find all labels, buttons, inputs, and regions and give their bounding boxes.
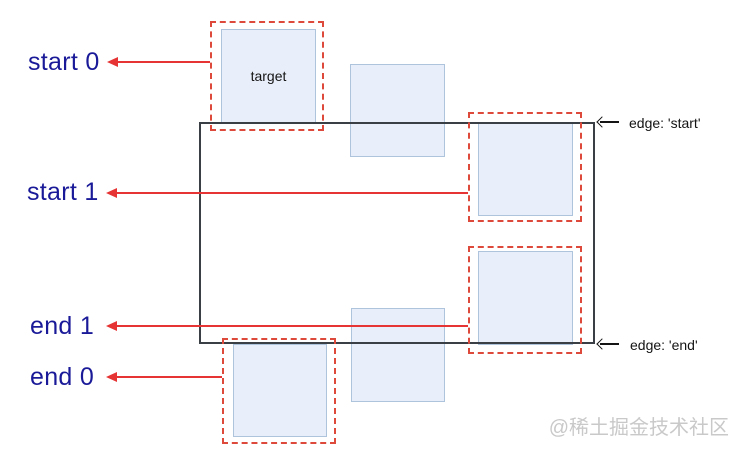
edge-start-label: edge: 'start': [629, 115, 701, 131]
target-position-box-start-1: [478, 122, 573, 216]
range-label-start-1: start 1: [27, 178, 99, 206]
range-label-start-0: start 0: [28, 48, 100, 76]
dashed-outline-end-0: [222, 338, 336, 444]
arrow-start-1: [106, 188, 468, 198]
arrow-end-0: [106, 372, 222, 382]
target-position-box-end-0: [233, 344, 327, 437]
target-position-box-crossing-bottom: [351, 308, 445, 402]
edge-end-label: edge: 'end': [630, 337, 698, 353]
dashed-outline-start-1: [468, 112, 582, 222]
arrowhead-left-icon: [106, 321, 117, 331]
edge-end-arrow: [596, 337, 619, 350]
target-box: target: [221, 29, 316, 123]
range-label-end-1: end 1: [30, 312, 95, 340]
target-position-box-crossing-top: [350, 64, 445, 157]
arrowhead-left-icon: [107, 57, 118, 67]
arrow-start-0: [107, 57, 210, 67]
range-label-end-0: end 0: [30, 363, 95, 391]
scroll-container-outline: [199, 122, 595, 344]
arrowhead-left-icon: [106, 372, 117, 382]
dashed-outline-start-0: [210, 21, 324, 131]
chevron-left-icon: [596, 337, 608, 350]
target-box-label: target: [250, 68, 287, 84]
edge-start-arrow: [596, 115, 619, 128]
watermark: @稀土掘金技术社区: [548, 417, 729, 439]
arrowhead-left-icon: [106, 188, 117, 198]
target-position-box-end-1: [478, 251, 573, 345]
chevron-left-icon: [596, 115, 608, 128]
arrow-end-1: [106, 321, 468, 331]
dashed-outline-end-1: [468, 246, 582, 354]
